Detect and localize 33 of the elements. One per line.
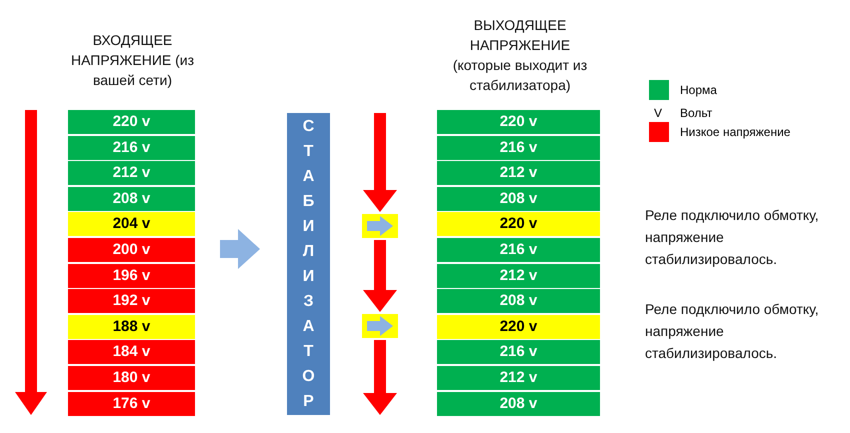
note-text: Реле подключило обмотку, напряжение стабилизировалось. xyxy=(645,300,820,363)
voltage-cell: 212 v xyxy=(437,161,600,186)
voltage-cell: 220 v xyxy=(437,314,600,339)
column-heading: ВХОДЯЩЕЕ НАПРЯЖЕНИЕ (из вашей сети) xyxy=(70,31,196,90)
voltage-cell: 216 v xyxy=(437,340,600,364)
voltage-cell: 208 v xyxy=(437,186,600,211)
column-heading: ВЫХОДЯЩЕЕ НАПРЯЖЕНИЕ (которые выходит из стабилизатора) xyxy=(452,16,588,95)
voltage-cell: 212 v xyxy=(68,161,195,186)
voltage-cell: 220 v xyxy=(68,110,195,134)
note-text: Реле подключило обмотку, напряжение стабилизировалось. xyxy=(645,206,820,269)
voltage-cell: 176 v xyxy=(68,392,195,416)
legend-label: Норма xyxy=(680,82,717,99)
voltage-cell: 180 v xyxy=(68,366,195,390)
stabilizer-bar: СТАБИЛИЗАТОР xyxy=(287,113,330,415)
voltage-cell: 216 v xyxy=(68,136,195,160)
voltage-cell: 220 v xyxy=(437,110,600,134)
voltage-cell: 216 v xyxy=(437,238,600,262)
voltage-cell: 188 v xyxy=(68,314,195,339)
legend-label: Вольт xyxy=(680,105,712,122)
voltage-cell: 200 v xyxy=(68,238,195,262)
voltage-cell: 212 v xyxy=(437,366,600,390)
voltage-cell: 196 v xyxy=(68,264,195,288)
voltage-cell: 204 v xyxy=(68,212,195,236)
legend-symbol: V xyxy=(654,105,662,122)
voltage-cell: 208 v xyxy=(437,392,600,416)
voltage-cell: 192 v xyxy=(68,289,195,314)
voltage-cell: 208 v xyxy=(437,289,600,314)
voltage-cell: 220 v xyxy=(437,212,600,236)
voltage-cell: 212 v xyxy=(437,264,600,288)
legend-label: Низкое напряжение xyxy=(680,124,790,141)
voltage-cell: 184 v xyxy=(68,340,195,364)
voltage-cell: 216 v xyxy=(437,136,600,160)
voltage-cell: 208 v xyxy=(68,186,195,211)
